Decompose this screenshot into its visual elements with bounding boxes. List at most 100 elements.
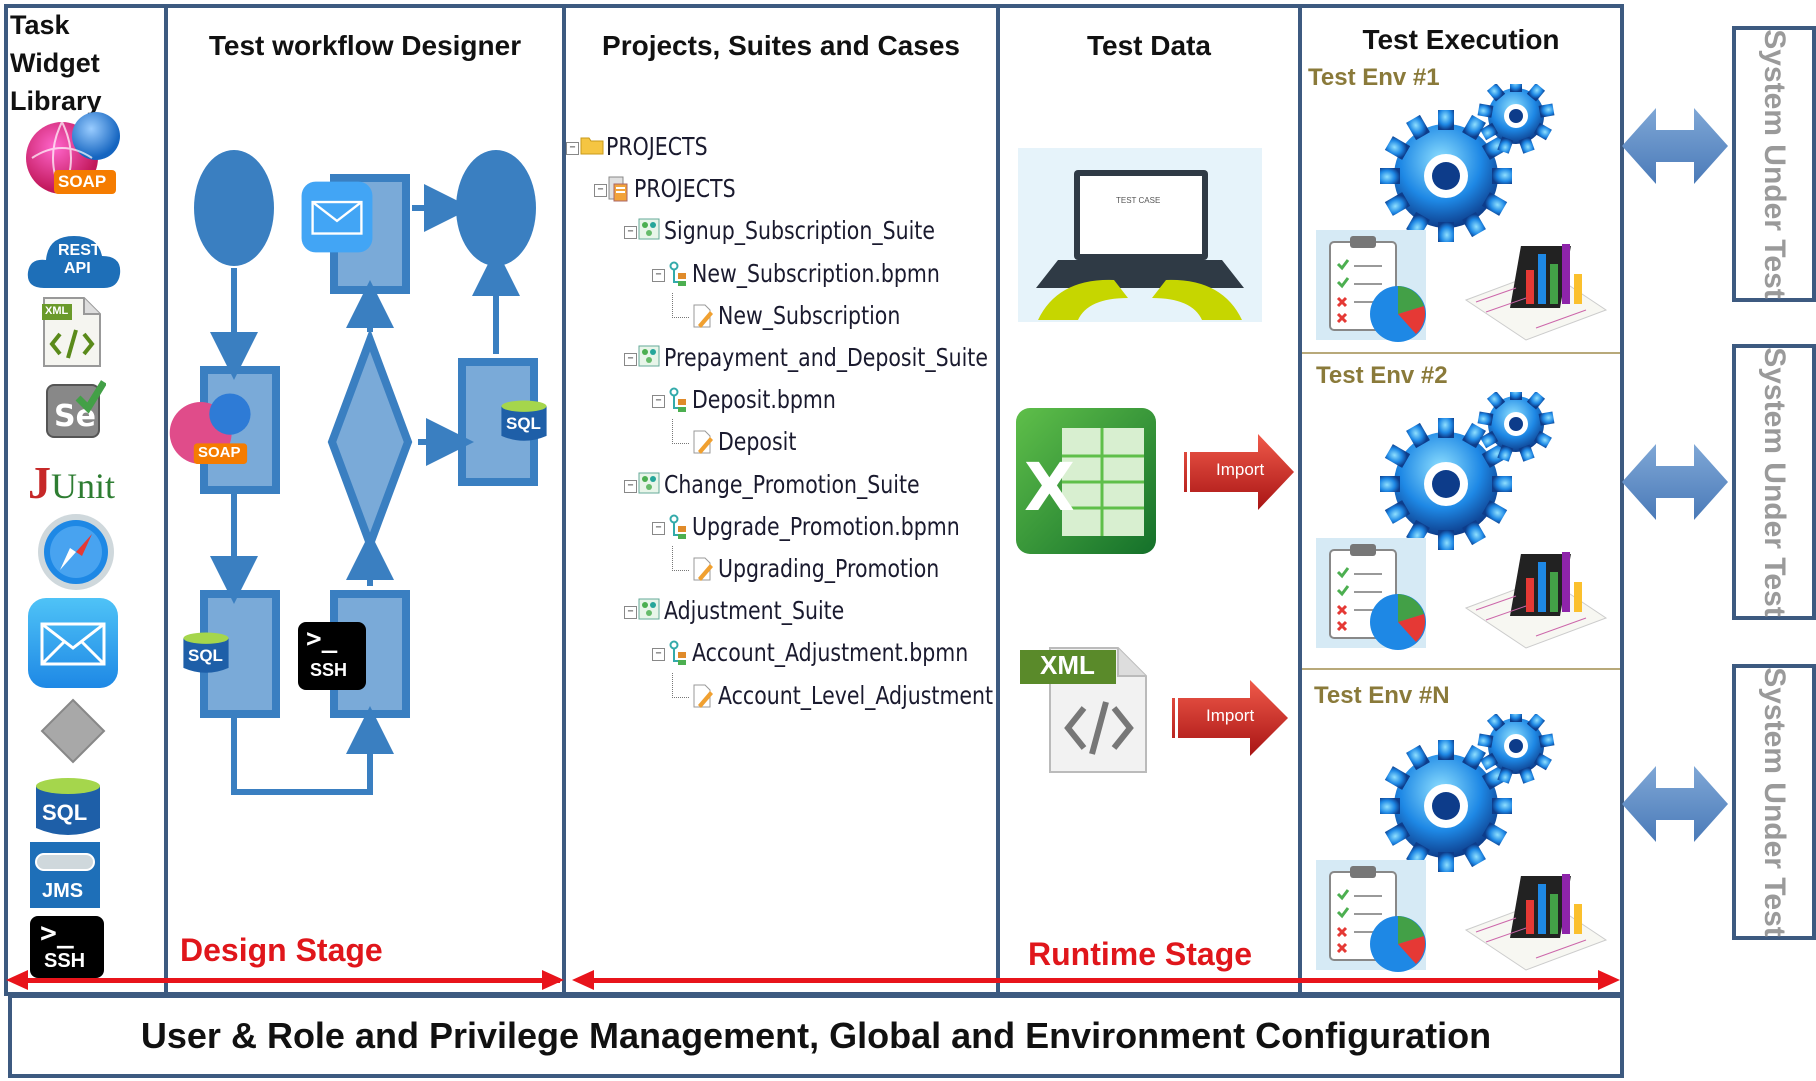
tree-item-label[interactable]: Deposit.bpmn	[692, 385, 836, 415]
runtime-stage-arrow-right-head	[1598, 970, 1620, 990]
double-arrow-3	[1622, 766, 1728, 842]
small-gear-icon	[1477, 386, 1555, 462]
tree-expander-icon[interactable]: −	[624, 479, 637, 493]
laptop-screen-text: TEST CASE	[1116, 196, 1161, 205]
tree-expander-icon[interactable]: −	[624, 353, 637, 366]
report-clipboard-icon	[1316, 860, 1426, 972]
tree-item-label[interactable]: New_Subscription.bpmn	[692, 258, 940, 288]
ssh-icon[interactable]: >_ SSH	[30, 916, 104, 978]
tree-item-label[interactable]: Adjustment_Suite	[664, 596, 845, 626]
env-divider-2	[1302, 668, 1620, 670]
tree-expander-icon[interactable]: −	[652, 521, 665, 535]
tree-item-label[interactable]: Change_Promotion_Suite	[664, 469, 920, 499]
tree-item-label[interactable]: Account_Adjustment.bpmn	[692, 638, 969, 668]
tree-item-label[interactable]: Deposit	[718, 427, 797, 457]
tree-expander-icon[interactable]: −	[652, 648, 665, 662]
small-gear-icon	[1477, 78, 1555, 154]
xml-small-label: XML	[45, 305, 69, 317]
bpmn-node-icon	[666, 261, 688, 292]
sut-label-3: System Under Test	[1758, 667, 1791, 937]
double-arrow-1	[1622, 108, 1728, 184]
sut-box-3: System Under Test	[1732, 664, 1816, 940]
rest-label: REST	[58, 242, 101, 259]
runtime-stage-arrow-left-head	[572, 970, 594, 990]
folder-node-icon	[580, 134, 604, 161]
project-tree: − PROJECTS − PROJECTS − Signup_Subscription_S…	[566, 130, 996, 830]
xml-document-icon: XML	[1018, 644, 1152, 776]
tree-item-label[interactable]: Upgrade_Promotion.bpmn	[692, 511, 960, 541]
runtime-stage-arrow-shaft	[588, 978, 1602, 983]
tree-item-label[interactable]: Prepayment_and_Deposit_Suite	[664, 343, 988, 372]
import-arrow-1: Import	[1178, 432, 1296, 512]
tree-expander-icon[interactable]: −	[566, 142, 579, 155]
tree-expander-icon[interactable]: −	[652, 268, 665, 282]
bar-chart-report-icon	[1464, 244, 1608, 341]
laptop-illustration: TEST CASE	[1018, 148, 1262, 322]
ssh-prompt: >_	[40, 916, 74, 949]
tree-item-label[interactable]: Signup_Subscription_Suite	[664, 216, 935, 246]
import-label-2: Import	[1206, 706, 1255, 725]
jms-icon[interactable]: JMS	[30, 842, 100, 908]
junit-rest: Unit	[51, 466, 116, 506]
tree-item-label[interactable]: PROJECTS	[634, 174, 736, 204]
workflow-ssh-label: SSH	[310, 660, 348, 680]
import-label-1: Import	[1216, 460, 1265, 479]
projects-title: Projects, Suites and Cases	[602, 30, 960, 61]
env-label-2: Test Env #2	[1316, 362, 1448, 389]
workflow-ssh-icon: >_ SSH	[298, 622, 366, 690]
small-gear-icon	[1477, 708, 1555, 784]
workflow-sql-icon-left: SQL	[182, 622, 230, 684]
tree-expander-icon[interactable]: −	[594, 184, 607, 198]
tree-connector	[672, 546, 689, 571]
library-title-line-1: Task	[10, 10, 70, 40]
test-execution-title: Test Execution	[1362, 24, 1560, 55]
soap-label: SOAP	[58, 172, 107, 191]
sut-label-1: System Under Test	[1758, 29, 1791, 299]
soap-icon[interactable]: SOAP	[24, 108, 124, 208]
sut-box-1: System Under Test	[1732, 26, 1816, 302]
test-data-title: Test Data	[1087, 30, 1211, 61]
management-bar: User & Role and Privilege Management, Gl…	[8, 994, 1624, 1078]
diamond-icon[interactable]	[38, 696, 108, 766]
tree-expander-icon[interactable]: −	[652, 395, 665, 409]
test-env-block	[1306, 78, 1616, 344]
workflow-mail-icon	[300, 180, 374, 254]
design-stage-arrow-right-head	[542, 970, 564, 990]
suite-node-icon	[638, 598, 660, 625]
import-arrow-2: Import	[1166, 678, 1290, 758]
case-node-icon	[692, 429, 714, 460]
junit-icon[interactable]: JUnit	[28, 456, 148, 508]
workflow-soap-icon: SOAP	[168, 390, 254, 476]
junit-j: J	[28, 457, 51, 508]
tree-item-label[interactable]: New_Subscription	[718, 300, 901, 330]
tree-connector	[672, 419, 689, 445]
sql-icon[interactable]: SQL	[34, 776, 102, 838]
suite-node-icon	[638, 218, 660, 245]
suite-node-icon	[638, 345, 660, 372]
bpmn-node-icon	[666, 387, 688, 418]
tree-item-label[interactable]: Account_Level_Adjustment	[718, 680, 994, 710]
sut-arrows	[1622, 108, 1728, 842]
mail-icon[interactable]	[26, 596, 120, 690]
bpmn-node-icon	[666, 514, 688, 545]
bpmn-node-icon	[666, 640, 688, 671]
test-env-block	[1306, 386, 1616, 652]
xml-file-icon[interactable]: XML	[40, 296, 104, 368]
runtime-stage-label: Runtime Stage	[1028, 936, 1253, 972]
excel-icon: X	[1010, 404, 1160, 558]
tree-expander-icon[interactable]: −	[624, 606, 637, 620]
tree-item-label[interactable]: PROJECTS	[606, 132, 708, 161]
tree-expander-icon[interactable]: −	[624, 226, 637, 240]
bar-chart-report-icon	[1464, 552, 1608, 649]
rest-api-icon[interactable]: REST API	[24, 228, 124, 290]
stage-arrows	[6, 970, 1620, 990]
workflow-sql-label-left: SQL	[188, 646, 223, 665]
bar-chart-report-icon	[1464, 874, 1608, 971]
sut-label-2: System Under Test	[1758, 347, 1791, 617]
selenium-icon[interactable]: Se	[44, 378, 107, 440]
safari-icon[interactable]	[36, 512, 116, 592]
ssh-label: SSH	[44, 950, 86, 972]
design-stage-label: Design Stage	[180, 932, 383, 968]
tree-item-label[interactable]: Upgrading_Promotion	[718, 554, 940, 583]
env-label-1: Test Env #1	[1308, 64, 1440, 91]
